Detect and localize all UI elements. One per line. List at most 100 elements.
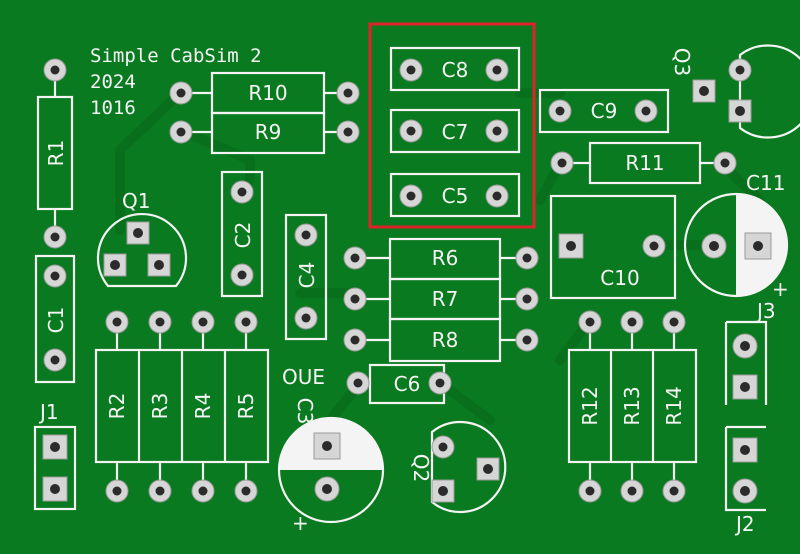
r10-pad-2[interactable] [336,81,360,105]
r10-label: R10 [248,81,287,105]
c9-pad-1[interactable] [548,99,572,123]
c10-pad-1[interactable] [558,233,584,259]
c8-pad-2[interactable] [485,58,509,82]
q2-pad-2[interactable] [431,435,455,459]
c8-pad-1[interactable] [399,58,423,82]
resistor-r6: R6 [343,237,539,281]
c6-pad-1[interactable] [346,371,370,395]
r4-pad-bottom[interactable] [191,479,215,503]
c5-label: C5 [442,184,469,208]
r7-pad-2[interactable] [515,287,539,311]
r9-pad-2[interactable] [336,120,360,144]
r5-pad-bottom[interactable] [234,479,258,503]
resistor-r10: R10 [169,71,360,115]
j3-pad-1[interactable] [732,333,758,359]
capacitor-c1: C1 [34,254,76,384]
r3-pad-bottom[interactable] [148,479,172,503]
j3-pad-2[interactable] [732,374,758,400]
q1-label: Q1 [122,189,150,213]
q1-pad-2[interactable] [103,253,127,277]
c11-label: C11 [746,171,785,195]
c2-pad-2[interactable] [230,263,254,287]
c11-pad-1[interactable] [701,233,727,259]
r6-pad-1[interactable] [343,246,367,270]
title-line-2: 2024 [90,71,136,93]
connector-j1: J1 [33,400,77,511]
c7-pad-1[interactable] [399,119,423,143]
r12-pad-top[interactable] [578,310,602,334]
r14-pad-top[interactable] [662,310,686,334]
c7-pad-2[interactable] [485,119,509,143]
q2-pad-3[interactable] [476,457,500,481]
r12-label: R12 [578,386,602,425]
c1-pad-2[interactable] [43,348,67,372]
resistor-array-r12-r14: R12 R13 R14 [567,310,698,503]
c3-pad-2[interactable] [314,476,340,502]
q3-pad-3[interactable] [728,99,752,123]
c10-pad-2[interactable] [642,234,666,258]
capacitor-c5: C5 [389,172,521,218]
r5-pad-top[interactable] [234,310,258,334]
j2-label: J2 [734,512,755,536]
c2-label: C2 [231,222,255,249]
transistor-q1: Q1 [96,189,188,288]
r5-label: R5 [234,393,258,420]
resistor-r7: R7 [343,277,539,321]
q2-label: Q2 [409,454,433,482]
c9-pad-2[interactable] [634,99,658,123]
r11-pad-1[interactable] [550,151,574,175]
c11-pad-2[interactable] [744,232,772,260]
c2-pad-1[interactable] [230,180,254,204]
r11-pad-2[interactable] [713,151,737,175]
c4-label: C4 [295,262,319,289]
q2-pad-1[interactable] [431,479,455,503]
q1-pad-3[interactable] [147,253,171,277]
r6-label: R6 [432,246,459,270]
c6-pad-2[interactable] [428,371,452,395]
r7-pad-1[interactable] [343,287,367,311]
c3-pad-1[interactable] [313,432,341,460]
r4-pad-top[interactable] [191,310,215,334]
j2-pad-1[interactable] [732,437,758,463]
j1-pad-2[interactable] [42,476,68,502]
j2-pad-2[interactable] [732,478,758,504]
transistor-q2: Q2 [409,420,507,514]
c4-pad-2[interactable] [294,306,318,330]
r13-label: R13 [620,386,644,425]
r1-pad-2[interactable] [43,225,67,249]
r3-pad-top[interactable] [148,310,172,334]
r9-label: R9 [255,120,282,144]
c1-pad-1[interactable] [43,264,67,288]
r13-pad-bottom[interactable] [620,479,644,503]
r8-pad-2[interactable] [515,328,539,352]
c5-pad-2[interactable] [485,184,509,208]
r2-label: R2 [105,393,129,420]
r6-pad-2[interactable] [515,246,539,270]
r2-pad-top[interactable] [105,310,129,334]
r3-label: R3 [148,393,172,420]
r8-pad-1[interactable] [343,328,367,352]
r13-pad-top[interactable] [620,310,644,334]
r7-label: R7 [432,287,459,311]
transistor-q3: Q3 [670,44,800,139]
r1-label: R1 [44,140,68,167]
q3-pad-2[interactable] [692,79,716,103]
r10-pad-1[interactable] [169,81,193,105]
c5-pad-1[interactable] [399,184,423,208]
resistor-r1: R1 [36,58,74,249]
q3-pad-1[interactable] [728,58,752,82]
r9-pad-1[interactable] [169,120,193,144]
c8-label: C8 [442,58,469,82]
title-line-1: Simple CabSim 2 [90,45,262,67]
q1-pad-1[interactable] [126,221,150,245]
oue-label: OUE [282,365,325,389]
r1-pad-1[interactable] [43,58,67,82]
r2-pad-bottom[interactable] [105,479,129,503]
highlight-box [368,22,536,229]
c3-plus-label: + [292,511,309,535]
r14-pad-bottom[interactable] [662,479,686,503]
c4-pad-1[interactable] [294,223,318,247]
resistor-r9: R9 [169,111,360,155]
r12-pad-bottom[interactable] [578,479,602,503]
j1-pad-1[interactable] [42,434,68,460]
